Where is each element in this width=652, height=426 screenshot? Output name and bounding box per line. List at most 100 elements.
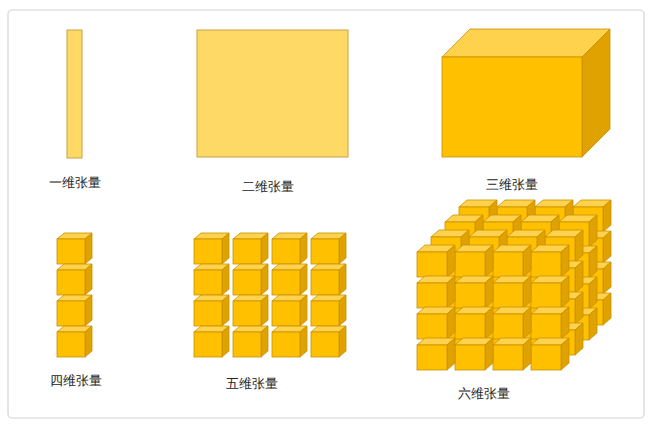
cube-top — [442, 29, 610, 57]
cube-front — [233, 332, 261, 357]
cube-side — [575, 323, 583, 355]
small-cube — [311, 233, 346, 264]
tensor-5d — [194, 233, 346, 357]
tensor-6d — [417, 200, 611, 370]
cube-side — [447, 245, 455, 277]
cube-side — [523, 245, 531, 277]
small-cube — [57, 233, 92, 264]
cube-front — [272, 301, 300, 326]
cube-front — [57, 332, 85, 357]
small-cube — [311, 295, 346, 326]
cube-front — [57, 270, 85, 295]
cube-side — [575, 261, 583, 293]
cube-side — [447, 307, 455, 339]
small-cube — [531, 245, 569, 277]
cube-side — [485, 245, 493, 277]
tensor-label: 二维张量 — [242, 179, 294, 195]
tensor-label: 三维张量 — [486, 177, 538, 193]
tensor-label: 六维张量 — [458, 386, 510, 402]
matrix-rect — [197, 30, 348, 157]
small-cube — [233, 326, 268, 357]
cube-front — [531, 252, 561, 277]
cube-front — [455, 283, 485, 308]
cube-front — [57, 239, 85, 264]
cube-side — [447, 338, 455, 370]
cube-front — [194, 332, 222, 357]
cube-side — [85, 326, 92, 357]
small-cube — [194, 295, 229, 326]
cube-front — [194, 239, 222, 264]
cube-side — [589, 246, 597, 278]
cube-front — [455, 314, 485, 339]
small-cube — [493, 245, 531, 277]
small-cube — [233, 264, 268, 295]
cube-side — [561, 245, 569, 277]
small-cube — [493, 338, 531, 370]
cube-side — [300, 295, 307, 326]
tensor-label: 一维张量 — [49, 175, 101, 191]
cube-front — [194, 270, 222, 295]
cube-side — [603, 262, 611, 294]
cube-front — [233, 301, 261, 326]
cube-side — [575, 292, 583, 324]
cube-side — [575, 230, 583, 262]
vector-bar — [67, 30, 82, 158]
cube-front — [493, 345, 523, 370]
cube-side — [339, 326, 346, 357]
cube-front — [442, 57, 582, 157]
cube-front — [417, 345, 447, 370]
cube-front — [417, 283, 447, 308]
cube-front — [531, 283, 561, 308]
small-cube — [417, 338, 455, 370]
tensor-4d — [57, 233, 92, 357]
small-cube — [493, 307, 531, 339]
small-cube — [455, 338, 493, 370]
cube-side — [589, 215, 597, 247]
cube-side — [447, 276, 455, 308]
small-cube — [455, 245, 493, 277]
cube-side — [589, 277, 597, 309]
cube-front — [194, 301, 222, 326]
small-cube — [311, 326, 346, 357]
small-cube — [272, 264, 307, 295]
small-cube — [57, 295, 92, 326]
cube-front — [233, 239, 261, 264]
cube-side — [222, 233, 229, 264]
cube-front — [272, 332, 300, 357]
cube-front — [311, 332, 339, 357]
small-cube — [417, 307, 455, 339]
small-cube — [272, 295, 307, 326]
cube-side — [85, 233, 92, 264]
cube-side — [603, 200, 611, 232]
cube-side — [222, 326, 229, 357]
cube-front — [455, 252, 485, 277]
cube-side — [523, 307, 531, 339]
cube-side — [561, 307, 569, 339]
small-cube — [233, 295, 268, 326]
cube-side — [300, 326, 307, 357]
cube-side — [222, 264, 229, 295]
tensor-label: 五维张量 — [226, 376, 278, 392]
cube-front — [233, 270, 261, 295]
cube-front — [272, 239, 300, 264]
small-cube — [233, 233, 268, 264]
small-cube — [57, 326, 92, 357]
small-cube — [194, 264, 229, 295]
frame — [8, 10, 644, 418]
cube-front — [455, 345, 485, 370]
cube-side — [85, 295, 92, 326]
small-cube — [455, 276, 493, 308]
small-cube — [194, 326, 229, 357]
cube-front — [311, 239, 339, 264]
cube-side — [261, 264, 268, 295]
small-cube — [531, 307, 569, 339]
small-cube — [531, 276, 569, 308]
small-cube — [194, 233, 229, 264]
cube-side — [261, 326, 268, 357]
cube-side — [589, 308, 597, 340]
cube-front — [493, 314, 523, 339]
cube-front — [417, 252, 447, 277]
cube-side — [485, 307, 493, 339]
cube-front — [531, 314, 561, 339]
